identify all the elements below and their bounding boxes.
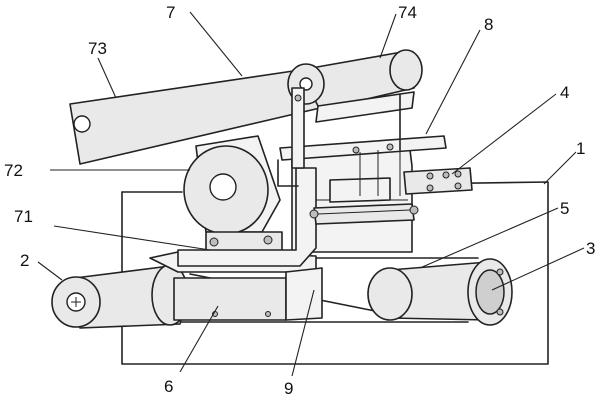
label-5: 5 (560, 199, 569, 218)
label-72: 72 (4, 161, 23, 180)
label-9: 9 (284, 379, 293, 398)
label-2: 2 (20, 251, 29, 270)
label-8: 8 (484, 15, 493, 34)
label-73: 73 (88, 39, 107, 58)
label-6: 6 (164, 377, 173, 396)
right-roller (367, 258, 513, 326)
swing-frame (69, 49, 423, 165)
label-7: 7 (166, 3, 175, 22)
callout-labels: 7 74 8 73 4 1 72 5 71 3 2 6 9 (4, 3, 595, 398)
motor-drum (183, 135, 283, 253)
vertical-post (291, 87, 401, 169)
leader-lines (37, 11, 585, 377)
clamp-block (403, 167, 473, 195)
label-74: 74 (398, 3, 417, 22)
label-4: 4 (560, 83, 569, 102)
label-71: 71 (14, 207, 33, 226)
l-bracket (177, 167, 317, 267)
left-roller (51, 264, 190, 329)
label-1: 1 (576, 139, 585, 158)
label-3: 3 (586, 239, 595, 258)
